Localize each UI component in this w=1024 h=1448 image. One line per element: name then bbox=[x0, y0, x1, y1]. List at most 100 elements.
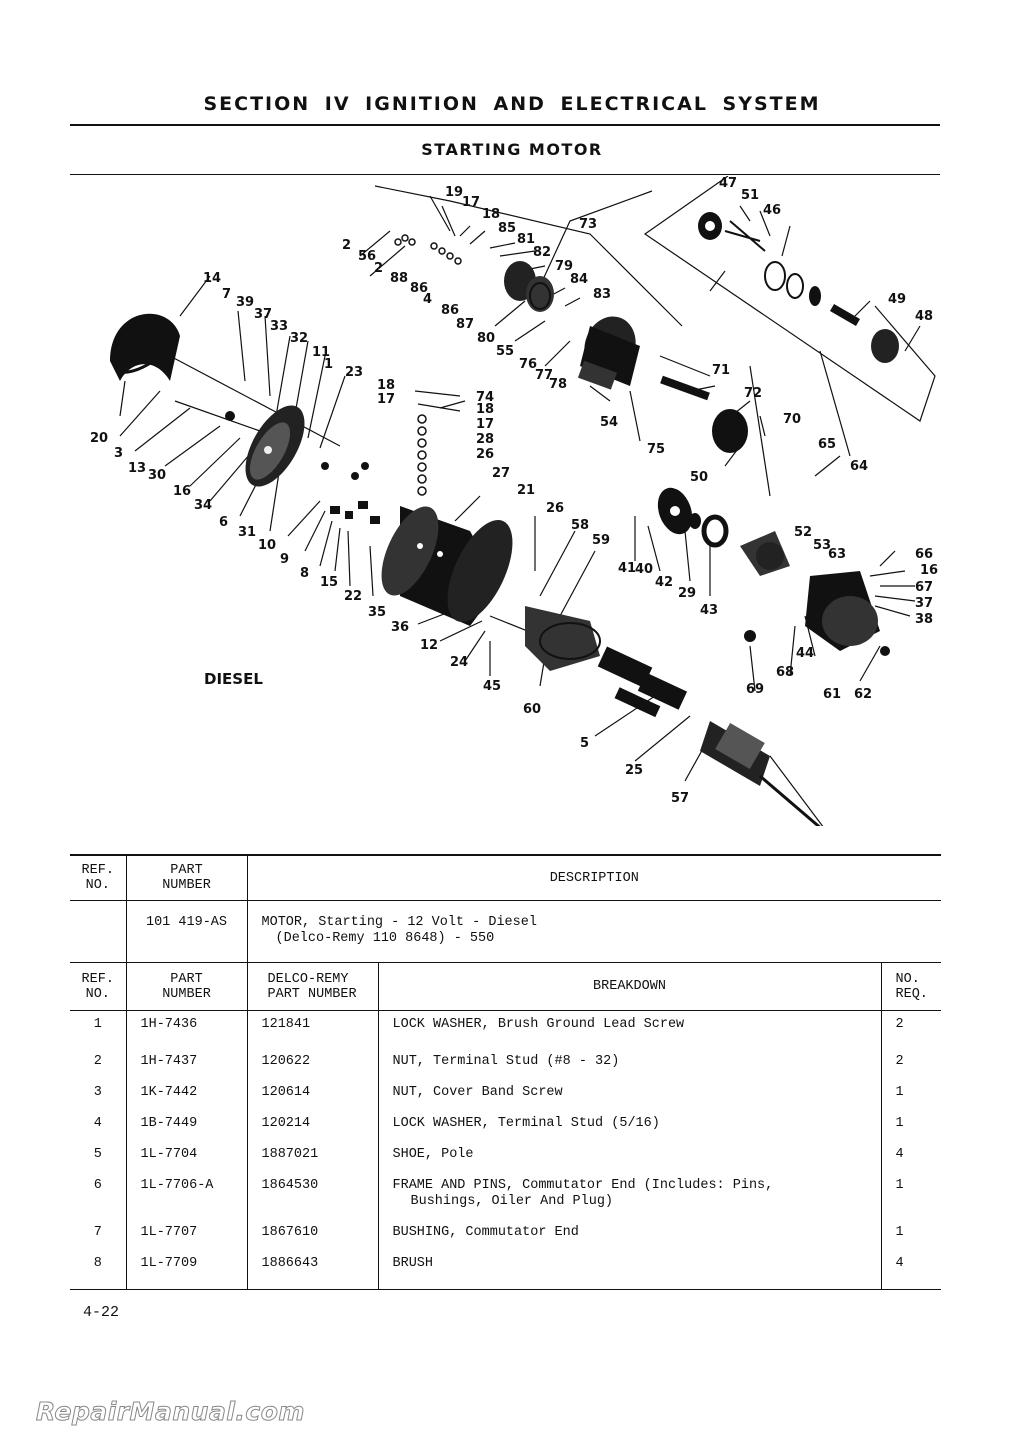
callout-45: 45 bbox=[483, 679, 501, 694]
header-ref-no: REF. NO. bbox=[70, 854, 127, 901]
callout-68: 68 bbox=[776, 665, 794, 680]
callout-2: 2 bbox=[342, 238, 351, 253]
callout-28: 28 bbox=[476, 432, 494, 447]
callout-48: 48 bbox=[915, 309, 933, 324]
row-ref: 4 bbox=[70, 1109, 127, 1141]
callout-86: 86 bbox=[441, 303, 459, 318]
callout-72: 72 bbox=[744, 386, 762, 401]
table-row: 5 1L-7704 1887021 SHOE, Pole 4 bbox=[70, 1140, 941, 1172]
row-part-number: 1K-7442 bbox=[126, 1078, 248, 1110]
header-delco-remy: DELCO-REMY PART NUMBER bbox=[247, 962, 379, 1011]
row-part-number: 1L-7706-A bbox=[126, 1171, 248, 1219]
callout-43: 43 bbox=[700, 603, 718, 618]
callout-19: 19 bbox=[445, 185, 463, 200]
callout-73: 73 bbox=[579, 217, 597, 232]
callout-7: 7 bbox=[222, 287, 231, 302]
row-part-number: 1H-7436 bbox=[126, 1010, 248, 1048]
callout-88: 88 bbox=[390, 271, 408, 286]
assembly-description-line1: MOTOR, Starting - 12 Volt - Diesel bbox=[261, 915, 537, 930]
callout-25: 25 bbox=[625, 763, 643, 778]
callout-42: 42 bbox=[655, 575, 673, 590]
callout-37: 37 bbox=[254, 307, 272, 322]
row-ref: 6 bbox=[70, 1171, 127, 1219]
callout-2: 2 bbox=[374, 261, 383, 276]
table-row: 1 1H-7436 121841 LOCK WASHER, Brush Grou… bbox=[70, 1010, 941, 1048]
callout-84: 84 bbox=[570, 272, 588, 287]
row-quantity: 1 bbox=[895, 1177, 904, 1193]
row-delco-number: 1864530 bbox=[247, 1171, 379, 1219]
callout-1: 1 bbox=[324, 357, 333, 372]
callout-49: 49 bbox=[888, 292, 906, 307]
assembly-table-header: REF. NO. PART NUMBER DESCRIPTION bbox=[70, 854, 941, 901]
callout-63: 63 bbox=[828, 547, 846, 562]
row-part-number: 1L-7707 bbox=[126, 1218, 248, 1250]
row-description: NUT, Cover Band Screw bbox=[378, 1078, 882, 1110]
parts-table-header: REF. NO. PART NUMBER DELCO-REMY PART NUM… bbox=[70, 962, 941, 1011]
row-description-line1: FRAME AND PINS, Commutator End (Includes… bbox=[392, 1177, 774, 1193]
row-description: BRUSH bbox=[378, 1249, 882, 1290]
callout-18: 18 bbox=[482, 207, 500, 222]
callout-74: 74 bbox=[476, 390, 494, 405]
callout-41: 41 bbox=[618, 561, 636, 576]
exploded-parts-diagram: 14 7 39 37 33 32 11 1 23 20 3 13 30 16 3… bbox=[90, 176, 938, 826]
callout-33: 33 bbox=[270, 319, 288, 334]
callout-30: 30 bbox=[148, 468, 166, 483]
callout-39: 39 bbox=[236, 295, 254, 310]
row-description: LOCK WASHER, Brush Ground Lead Screw bbox=[378, 1010, 882, 1048]
callout-59: 59 bbox=[592, 533, 610, 548]
callout-16: 16 bbox=[920, 563, 938, 578]
callout-56: 56 bbox=[358, 249, 376, 264]
callout-17: 17 bbox=[377, 392, 395, 407]
subtitle-rule bbox=[70, 174, 940, 175]
callout-70: 70 bbox=[783, 412, 801, 427]
callout-15: 15 bbox=[320, 575, 338, 590]
table-row: 7 1L-7707 1867610 BUSHING, Commutator En… bbox=[70, 1218, 941, 1250]
section-title: SECTION IV IGNITION AND ELECTRICAL SYSTE… bbox=[203, 93, 821, 115]
row-description: SHOE, Pole bbox=[378, 1140, 882, 1172]
callout-66: 66 bbox=[915, 547, 933, 562]
callout-77: 77 bbox=[535, 368, 553, 383]
callout-6: 6 bbox=[219, 515, 228, 530]
callout-57: 57 bbox=[671, 791, 689, 806]
callout-23: 23 bbox=[345, 365, 363, 380]
row-quantity: 1 bbox=[895, 1084, 904, 1100]
callout-4: 4 bbox=[423, 292, 432, 307]
row-description: FRAME AND PINS, Commutator End (Includes… bbox=[378, 1171, 882, 1219]
callout-32: 32 bbox=[290, 331, 308, 346]
callout-54: 54 bbox=[600, 415, 618, 430]
callout-31: 31 bbox=[238, 525, 256, 540]
callout-13: 13 bbox=[128, 461, 146, 476]
callout-80: 80 bbox=[477, 331, 495, 346]
header-breakdown: BREAKDOWN bbox=[378, 962, 882, 1011]
callout-27: 27 bbox=[492, 466, 510, 481]
callout-69: 69 bbox=[746, 682, 764, 697]
header-description: DESCRIPTION bbox=[247, 854, 941, 901]
callout-46: 46 bbox=[763, 203, 781, 218]
callout-34: 34 bbox=[194, 498, 212, 513]
callout-22: 22 bbox=[344, 589, 362, 604]
header-ref-no: REF. NO. bbox=[70, 962, 127, 1011]
header-part-number: PART NUMBER bbox=[126, 962, 248, 1011]
callout-12: 12 bbox=[420, 638, 438, 653]
row-description: NUT, Terminal Stud (#8 - 32) bbox=[378, 1047, 882, 1079]
row-delco-number: 1867610 bbox=[247, 1218, 379, 1250]
header-part-number: PART NUMBER bbox=[126, 854, 248, 901]
row-quantity: 4 bbox=[881, 1249, 941, 1290]
table-row: 2 1H-7437 120622 NUT, Terminal Stud (#8 … bbox=[70, 1047, 941, 1079]
part-shapes bbox=[110, 212, 899, 826]
callout-53: 53 bbox=[813, 538, 831, 553]
watermark-logo: RepairManual.com bbox=[36, 1397, 305, 1427]
row-description-line2: Bushings, Oiler And Plug) bbox=[410, 1193, 614, 1209]
callout-44: 44 bbox=[796, 646, 814, 661]
row-description: LOCK WASHER, Terminal Stud (5/16) bbox=[378, 1109, 882, 1141]
assembly-description: MOTOR, Starting - 12 Volt - Diesel (Delc… bbox=[247, 901, 941, 980]
callout-20: 20 bbox=[90, 431, 108, 446]
callout-26: 26 bbox=[546, 501, 564, 516]
row-part-number: 1L-7709 bbox=[126, 1249, 248, 1290]
callout-35: 35 bbox=[368, 605, 386, 620]
row-ref: 1 bbox=[70, 1010, 127, 1048]
callout-29: 29 bbox=[678, 586, 696, 601]
callout-10: 10 bbox=[258, 538, 276, 553]
callout-78: 78 bbox=[549, 377, 567, 392]
row-ref: 8 bbox=[70, 1249, 127, 1290]
